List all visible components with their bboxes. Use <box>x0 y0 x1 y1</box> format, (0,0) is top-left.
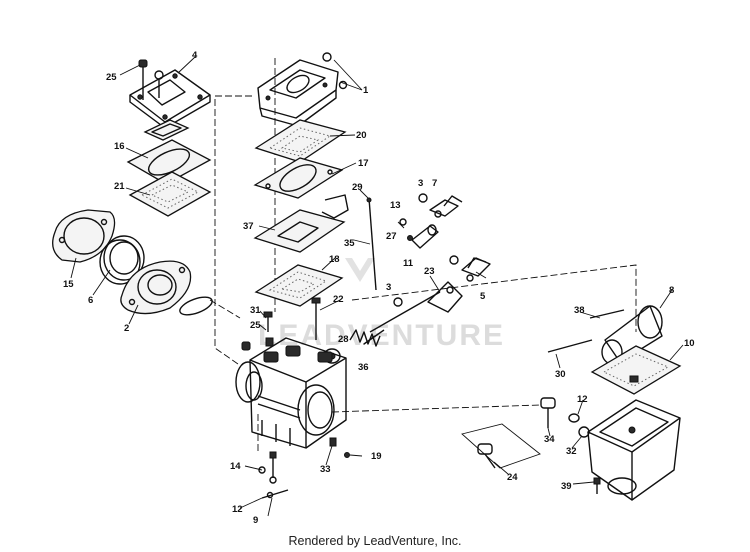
callout-label: 16 <box>114 141 125 152</box>
part-carburetor-body <box>235 337 347 449</box>
part-inset-12 <box>461 423 541 469</box>
callout-label: 12 <box>577 394 588 405</box>
callout-label: 1 <box>363 85 369 96</box>
part-disc <box>179 296 213 316</box>
callout-label: 37 <box>243 221 254 232</box>
part-throttle-shaft <box>363 281 463 345</box>
callout-label: 14 <box>230 461 241 472</box>
callouts: 25 4 1 20 17 16 21 29 3 7 13 27 37 35 11… <box>63 50 695 526</box>
callout-label: 3 <box>418 178 423 189</box>
callout-label: 25 <box>106 72 117 83</box>
callout-label: 17 <box>358 158 369 169</box>
callout-label: 10 <box>684 338 695 349</box>
callout-label: 30 <box>555 369 566 380</box>
callout-label: 25 <box>250 320 261 331</box>
part-bolt <box>138 59 164 100</box>
part-bottom-jets <box>258 451 289 499</box>
callout-label: 9 <box>253 515 258 526</box>
callout-label: 39 <box>561 481 572 492</box>
part-needle <box>366 197 377 291</box>
callout-label: 8 <box>669 285 674 296</box>
callout-label: 2 <box>124 323 129 334</box>
callout-label: 29 <box>352 182 363 193</box>
callout-label: 33 <box>320 464 331 475</box>
part-top-cap <box>257 52 348 127</box>
callout-label: 22 <box>333 294 344 305</box>
callout-label: 19 <box>371 451 382 462</box>
part-ring <box>99 235 145 285</box>
part-gasket-18 <box>254 264 344 307</box>
callout-label: 12 <box>232 504 243 515</box>
callout-label: 5 <box>480 291 486 302</box>
callout-label: 4 <box>192 50 198 61</box>
callout-label: 34 <box>544 434 555 445</box>
callout-label: 18 <box>329 254 340 265</box>
part-gasket-17 <box>253 157 344 199</box>
callout-label: 38 <box>574 305 585 316</box>
part-gasket-20 <box>254 119 347 163</box>
callout-label: 13 <box>390 200 401 211</box>
callout-label: 32 <box>566 446 577 457</box>
callout-label: 24 <box>507 472 518 483</box>
callout-label: 35 <box>344 238 355 249</box>
callout-label: 15 <box>63 279 74 290</box>
part-jets-34-33 <box>329 437 350 458</box>
callout-label: 7 <box>432 178 437 189</box>
callout-label: 3 <box>386 282 391 293</box>
part-diaphragm-21 <box>128 171 212 217</box>
part-float-bowl <box>587 399 681 501</box>
part-connectors-top <box>418 193 463 218</box>
assembly-lines <box>209 58 637 452</box>
part-gasket-19 <box>590 345 682 395</box>
callout-label: 31 <box>250 305 261 316</box>
callout-label: 21 <box>114 181 125 192</box>
callout-label: 11 <box>403 258 414 269</box>
leader-lines <box>70 56 684 517</box>
part-connectors-middle <box>393 255 491 307</box>
part-flange-gasket <box>52 209 116 263</box>
callout-label: 36 <box>358 362 369 373</box>
callout-label: 6 <box>88 295 93 306</box>
part-bolt-24 <box>593 477 601 494</box>
part-spring <box>349 329 381 347</box>
part-small-diaphragm <box>143 119 190 141</box>
callout-label: 28 <box>338 334 349 345</box>
footer-credit: Rendered by LeadVenture, Inc. <box>288 534 462 548</box>
part-plate-37 <box>253 194 349 253</box>
callout-label: 23 <box>424 266 435 277</box>
part-gasket-16 <box>126 139 212 185</box>
part-screws <box>263 297 321 347</box>
callout-label: 27 <box>386 231 397 242</box>
part-flange <box>120 260 192 315</box>
callout-label: 20 <box>356 130 367 141</box>
part-bowl-fittings <box>540 397 590 438</box>
part-fitting-11 <box>399 218 439 249</box>
